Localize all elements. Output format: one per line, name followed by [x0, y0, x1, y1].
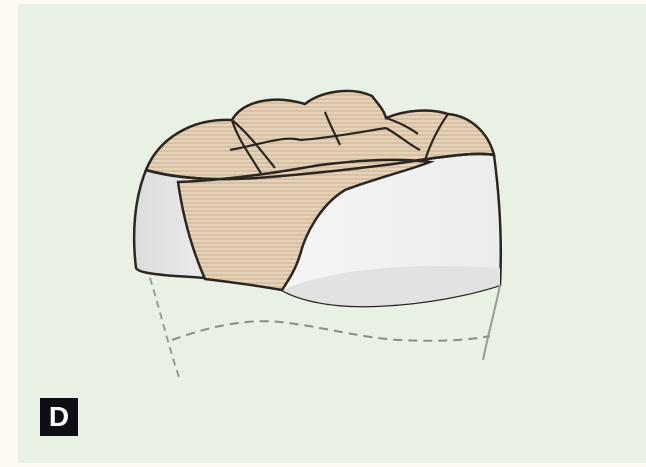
panel-label-box: D — [40, 398, 78, 436]
cej-dashed-line — [172, 321, 490, 341]
panel-label: D — [49, 403, 69, 431]
root-outline — [150, 278, 180, 380]
root-outline — [483, 285, 500, 360]
